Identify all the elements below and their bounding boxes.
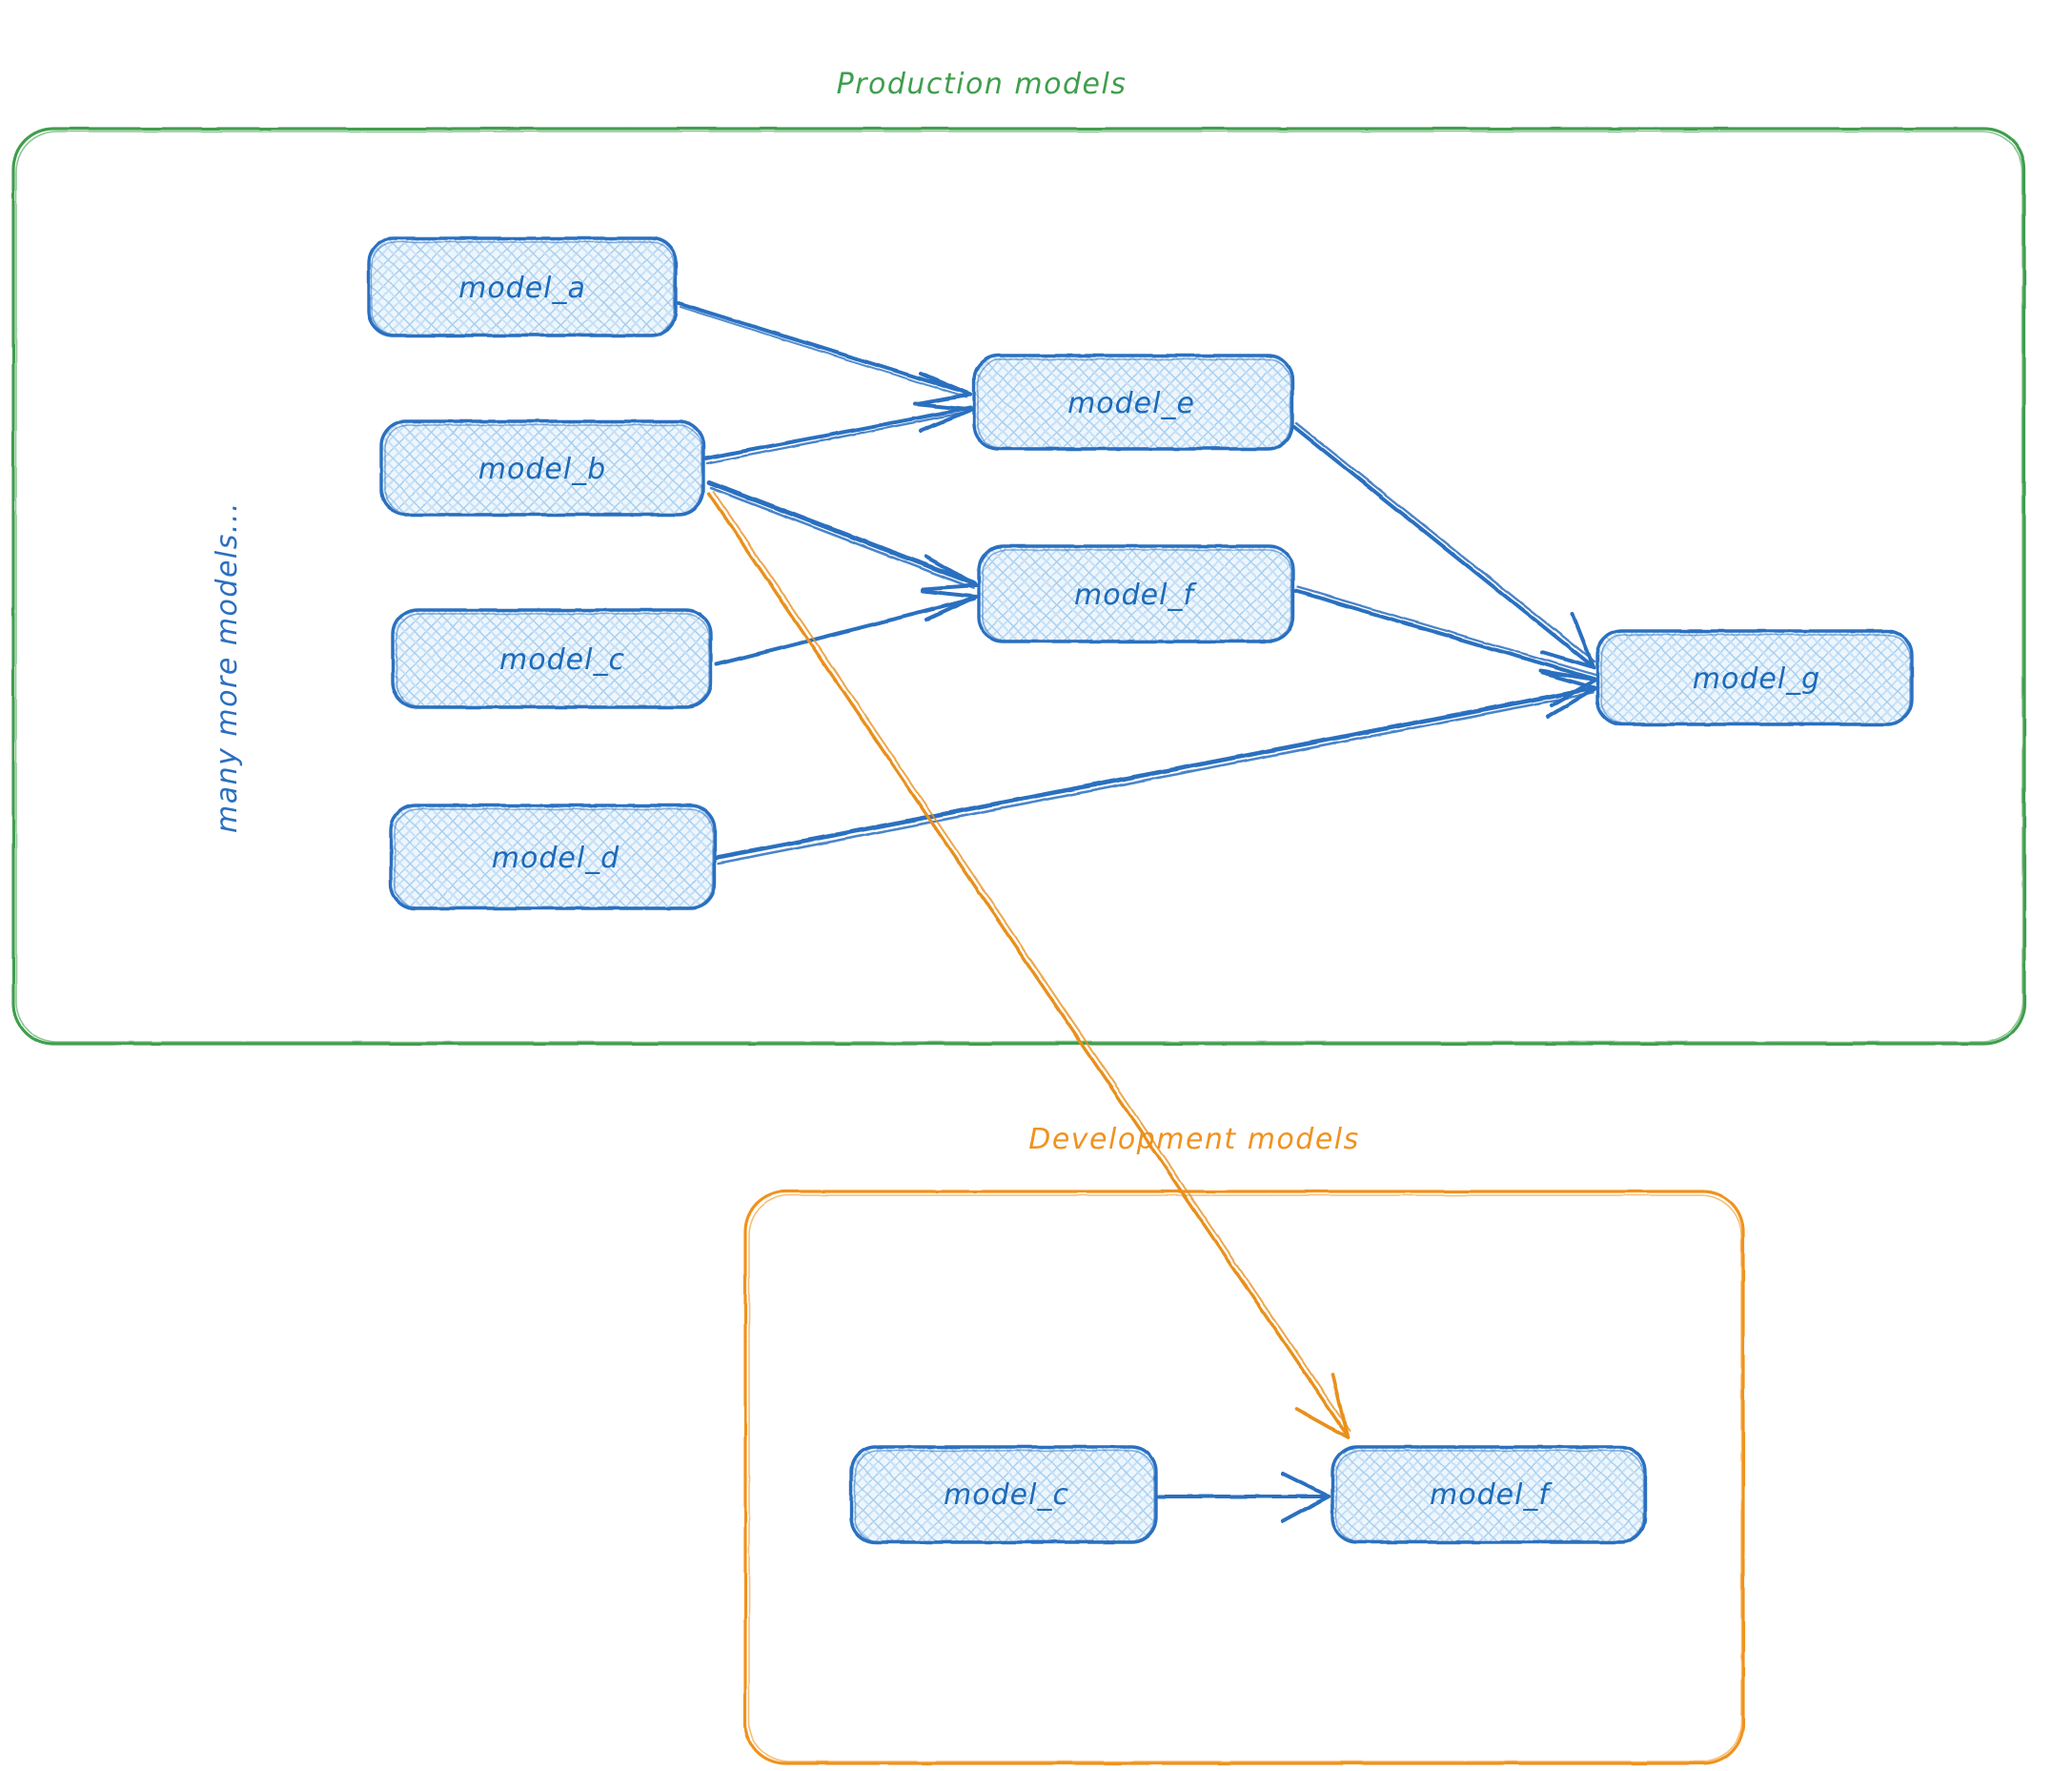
- edge-layer: [677, 301, 1597, 1523]
- node-label-model-c-production: model_c: [499, 643, 625, 677]
- node-label-model-f-production: model_f: [1074, 579, 1197, 612]
- node-model-a[interactable]: model_a: [367, 236, 678, 337]
- group-title-production: Production models: [837, 68, 1127, 101]
- node-model-g[interactable]: model_g: [1595, 629, 1914, 726]
- node-label-model-g: model_g: [1693, 662, 1820, 696]
- edge-model-e-to-model-g: [1292, 421, 1596, 669]
- edge-model-b-to-model-e: [703, 402, 974, 465]
- node-model-c-production[interactable]: model_c: [391, 608, 713, 709]
- group-container-production: [11, 127, 2026, 1046]
- node-model-d[interactable]: model_d: [389, 804, 717, 910]
- node-label-dev-model-f: model_f: [1430, 1478, 1553, 1512]
- side-note-many-more-models: many more models...: [211, 501, 244, 833]
- node-label-model-d: model_d: [492, 842, 620, 875]
- group-title-development: Development models: [1028, 1123, 1360, 1156]
- node-label-dev-model-c: model_c: [944, 1478, 1069, 1512]
- edge-dev-model-c-to-dev-model-f: [1157, 1472, 1331, 1523]
- group-container-development: [743, 1190, 1745, 1765]
- node-dev-model-c[interactable]: model_c: [849, 1445, 1158, 1544]
- node-dev-model-f[interactable]: model_f: [1331, 1445, 1647, 1544]
- edge-model-c-to-model-f: [715, 589, 978, 666]
- edge-model-b-to-model-f: [706, 479, 978, 591]
- node-label-model-e: model_e: [1067, 387, 1195, 420]
- edge-model-f-to-model-g: [1294, 585, 1597, 707]
- edge-model-b-to-dev-model-f: [707, 491, 1351, 1439]
- node-model-b[interactable]: model_b: [379, 419, 705, 517]
- node-label-model-a: model_a: [458, 272, 586, 305]
- edge-model-a-to-model-e: [677, 301, 972, 406]
- node-model-f-production[interactable]: model_f: [977, 544, 1295, 643]
- node-model-e[interactable]: model_e: [972, 354, 1294, 451]
- node-label-model-b: model_b: [478, 453, 606, 486]
- edge-model-d-to-model-g: [714, 671, 1597, 865]
